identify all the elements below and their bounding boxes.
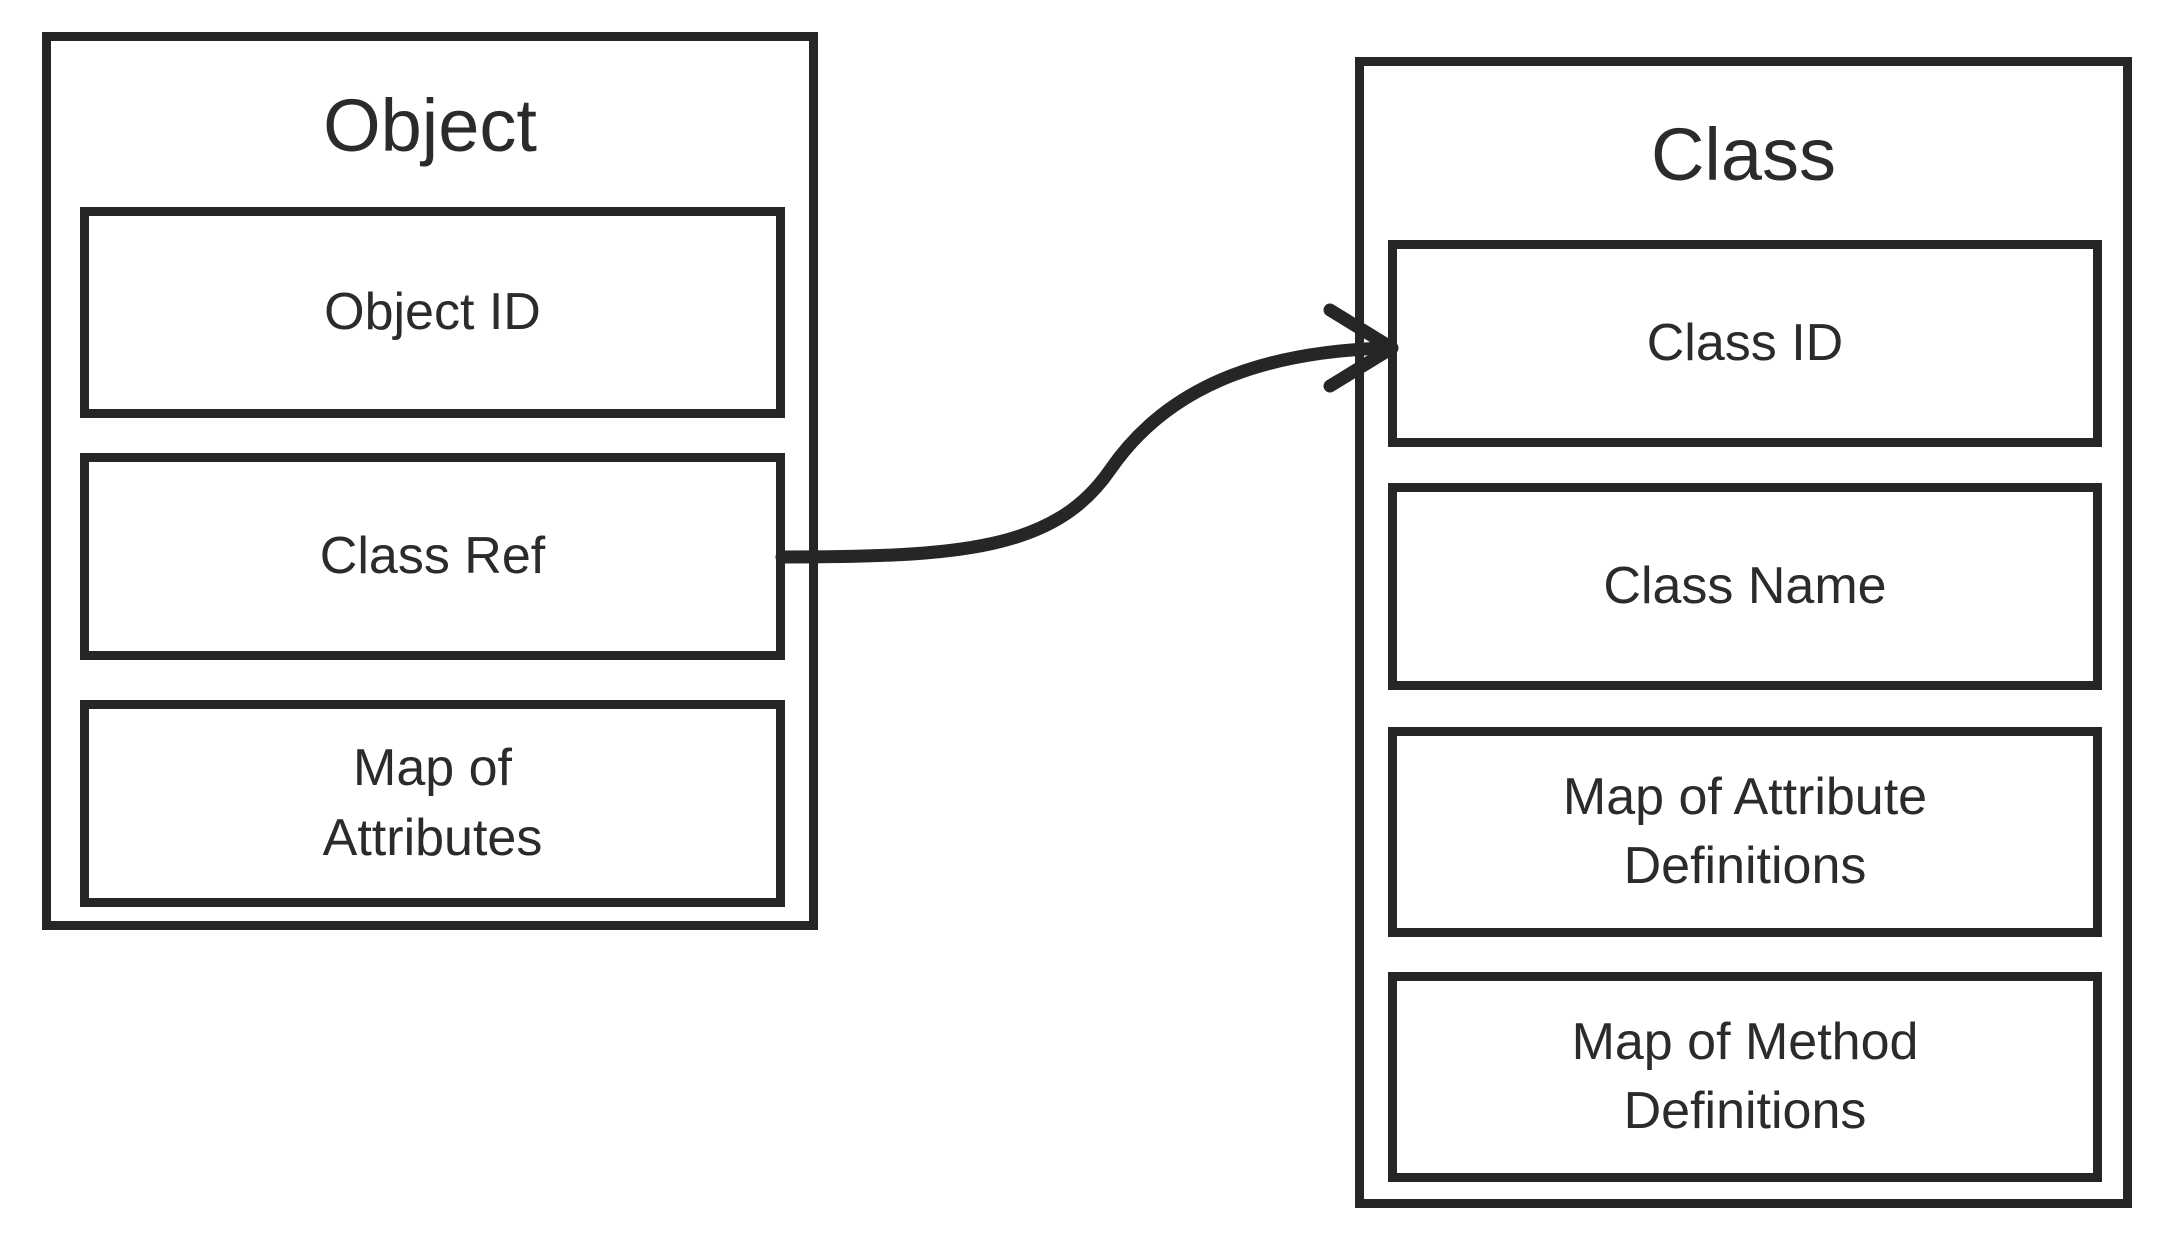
field-class-ref-label: Class Ref — [319, 526, 546, 585]
field-class-name-label: Class Name — [1603, 556, 1887, 615]
field-map-of-attribute-definitions: Map of Attribute Definitions — [1388, 727, 2102, 937]
field-class-name: Class Name — [1388, 483, 2102, 690]
class-panel-title: Class — [1650, 113, 1837, 196]
object-panel-title: Object — [323, 84, 537, 167]
field-map-of-attributes-label: Map of Attributes — [322, 739, 543, 867]
connector-curve — [775, 341, 1393, 564]
field-map-of-method-definitions: Map of Method Definitions — [1388, 972, 2102, 1182]
field-map-of-attribute-definitions-label: Map of Attribute Definitions — [1562, 767, 1928, 895]
field-object-id: Object ID — [80, 207, 785, 418]
field-map-of-attributes: Map of Attributes — [80, 700, 785, 907]
field-class-id-label: Class ID — [1646, 313, 1844, 372]
field-class-id: Class ID — [1388, 240, 2102, 447]
field-map-of-method-definitions-label: Map of Method Definitions — [1571, 1012, 1919, 1140]
field-object-id-label: Object ID — [324, 282, 541, 341]
field-class-ref: Class Ref — [80, 453, 785, 660]
